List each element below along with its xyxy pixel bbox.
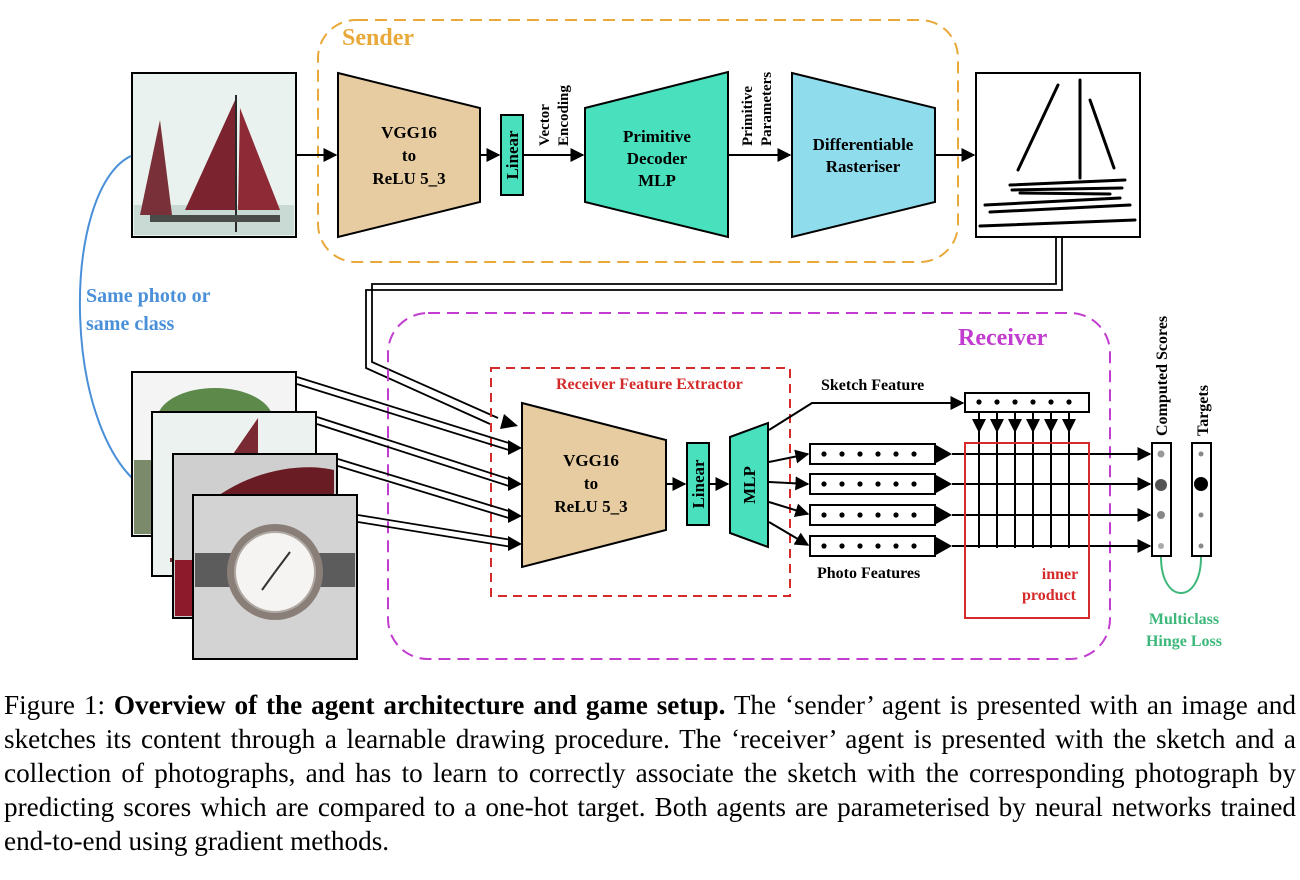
photo-feature-vector (809, 443, 952, 465)
sender-vgg16-block (337, 71, 481, 239)
hinge-loss-link (1160, 556, 1202, 594)
sketch-feature-arrow (768, 396, 965, 431)
receiver-vgg16-line2: to (584, 474, 598, 493)
primitive-decoder-line1: Primitive (623, 127, 691, 146)
sketch-feature-down-arrows (978, 413, 1070, 548)
receiver-linear-block (686, 442, 710, 526)
candidate-photo-stack (131, 371, 358, 660)
hinge-loss-line1: Multiclass (1149, 611, 1219, 628)
sender-title: Sender (342, 25, 414, 51)
photo-feature-vector (809, 473, 952, 495)
architecture-diagram: Sender VGG16 to ReLU 5_3 Linear Vector E… (78, 19, 1222, 660)
sketch-output-image (975, 72, 1141, 238)
sketch-feature-dots (976, 399, 1072, 405)
vector-encoding-line2: Encoding (556, 85, 572, 146)
receiver-mlp-block (729, 421, 769, 549)
candidate-photo-watch (192, 494, 358, 660)
inner-product-line2: product (1022, 587, 1077, 604)
sketch-to-receiver-connector (365, 238, 1063, 425)
primitive-decoder-line3: MLP (638, 171, 676, 190)
inner-product-box (964, 442, 1090, 619)
sender-input-photo (131, 72, 297, 238)
sketch-feature-down-arrowheads (972, 419, 1076, 433)
rasteriser-line2: Rasteriser (826, 157, 901, 176)
computed-scores-label: Computed Scores (1154, 316, 1171, 436)
sender-group-border (317, 19, 959, 263)
sender-vgg16-line1: VGG16 (381, 123, 437, 142)
mlp-to-photo-feature-arrows (768, 449, 810, 546)
same-photo-line2: same class (86, 313, 175, 335)
sketch-feature-vector (964, 392, 1090, 413)
photo-feature-vector (809, 535, 952, 557)
receiver-vgg16-block (521, 401, 667, 569)
caption-body: The ‘sender’ agent is presented with an … (4, 690, 1296, 856)
photo-feature-vectors (809, 443, 952, 557)
same-photo-link-arrow (78, 155, 152, 493)
targets-vector (1191, 442, 1212, 557)
primitive-parameters-line1: Primitive (740, 86, 756, 146)
inner-product-line1: inner (1042, 566, 1078, 583)
caption-label: Figure 1: (4, 690, 114, 720)
primitive-decoder-block (584, 70, 729, 239)
receiver-title: Receiver (958, 325, 1048, 351)
figure-caption: Figure 1: Overview of the agent architec… (4, 688, 1296, 858)
rasteriser-line1: Differentiable (813, 135, 914, 154)
primitive-parameters-line2: Parameters (759, 72, 775, 146)
caption-title: Overview of the agent architecture and g… (113, 690, 726, 720)
photo-feature-vector (809, 504, 952, 526)
photo-input-arrowheads (508, 440, 522, 551)
receiver-linear-label: Linear (689, 459, 708, 509)
feature-extractor-label: Receiver Feature Extractor (556, 376, 743, 393)
receiver-group-border (387, 312, 1111, 660)
sketch-feature-label: Sketch Feature (821, 377, 924, 394)
same-photo-line1: Same photo or (86, 285, 211, 307)
sender-linear-label: Linear (503, 130, 522, 180)
feature-extractor-border (490, 367, 791, 597)
computed-scores-dots (1155, 450, 1167, 549)
feature-rows-to-scores (952, 447, 1152, 553)
sender-linear-block (500, 114, 524, 196)
photo-features-label: Photo Features (817, 565, 920, 582)
vector-encoding-line1: Vector (537, 104, 553, 146)
targets-label: Targets (1195, 385, 1212, 436)
receiver-mlp-label: MLP (740, 466, 759, 504)
targets-dots (1194, 451, 1208, 549)
hinge-loss-line2: Hinge Loss (1146, 633, 1222, 650)
receiver-vgg16-line3: ReLU 5_3 (554, 497, 627, 516)
primitive-decoder-line2: Decoder (627, 149, 688, 168)
rasteriser-block (791, 71, 936, 239)
receiver-vgg16-line1: VGG16 (563, 451, 619, 470)
computed-scores-vector (1151, 442, 1172, 557)
sender-vgg16-line2: to (402, 146, 416, 165)
photo-input-arrows (296, 376, 513, 548)
connector-arrowhead (500, 414, 518, 429)
sender-vgg16-line3: ReLU 5_3 (372, 169, 445, 188)
